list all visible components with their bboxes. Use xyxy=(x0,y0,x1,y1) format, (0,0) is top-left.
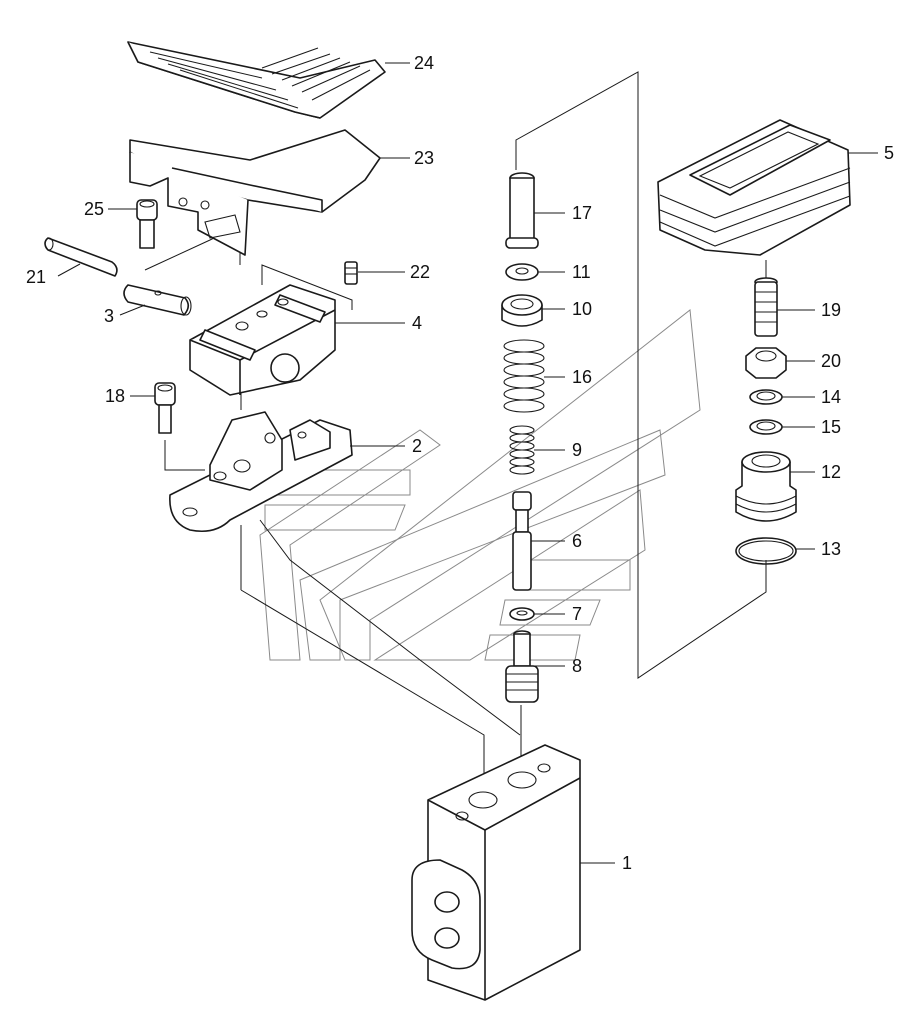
guide-8 xyxy=(505,630,539,703)
callout-14: 14 xyxy=(821,387,841,407)
callout-16: 16 xyxy=(572,367,592,387)
housing-12 xyxy=(735,451,797,522)
callout-13: 13 xyxy=(821,539,841,559)
pedal-pad-24 xyxy=(127,41,386,119)
base-bracket-2 xyxy=(169,411,353,533)
washer-7 xyxy=(509,607,535,621)
callout-22: 22 xyxy=(410,262,430,282)
callout-3: 3 xyxy=(104,306,114,326)
rubber-boot-5 xyxy=(657,119,851,256)
callout-24: 24 xyxy=(414,53,434,73)
callout-9: 9 xyxy=(572,440,582,460)
spool-6 xyxy=(512,491,532,591)
callout-18: 18 xyxy=(105,386,125,406)
valve-body-1 xyxy=(411,744,581,1001)
callout-11: 11 xyxy=(572,262,591,282)
washer-14 xyxy=(749,389,783,405)
callout-4: 4 xyxy=(412,313,422,333)
callout-10: 10 xyxy=(572,299,592,319)
bushing-3 xyxy=(123,284,192,316)
set-screw-22 xyxy=(344,261,358,285)
o-ring-13 xyxy=(735,537,797,565)
washer-15 xyxy=(749,419,783,435)
spring-seat-10 xyxy=(501,294,543,327)
callout-6: 6 xyxy=(572,531,582,551)
inner-spring-9 xyxy=(509,425,535,475)
callout-2: 2 xyxy=(412,436,422,456)
plunger-17 xyxy=(505,172,539,249)
callout-5: 5 xyxy=(884,143,894,163)
nut-20 xyxy=(745,347,787,379)
washer-11 xyxy=(505,263,539,281)
pin-21 xyxy=(44,237,118,277)
callout-7: 7 xyxy=(572,604,582,624)
outer-spring-16 xyxy=(503,339,545,413)
callout-20: 20 xyxy=(821,351,841,371)
callout-12: 12 xyxy=(821,462,841,482)
callout-1: 1 xyxy=(622,853,632,873)
callout-23: 23 xyxy=(414,148,434,168)
callout-25: 25 xyxy=(84,199,104,219)
callout-21: 21 xyxy=(26,267,46,287)
socket-screw-18 xyxy=(154,382,176,434)
callout-labels: 24 23 25 21 3 22 4 18 2 17 11 10 16 9 6 … xyxy=(26,53,894,873)
callout-19: 19 xyxy=(821,300,841,320)
bracket-block-4 xyxy=(189,284,336,396)
callout-leaders xyxy=(57,62,878,864)
callout-8: 8 xyxy=(572,656,582,676)
threaded-rod-19 xyxy=(754,277,778,337)
socket-screw-25 xyxy=(136,199,158,249)
callout-17: 17 xyxy=(572,203,592,223)
watermark-logo xyxy=(259,309,701,661)
pedal-23 xyxy=(129,129,381,256)
callout-15: 15 xyxy=(821,417,841,437)
